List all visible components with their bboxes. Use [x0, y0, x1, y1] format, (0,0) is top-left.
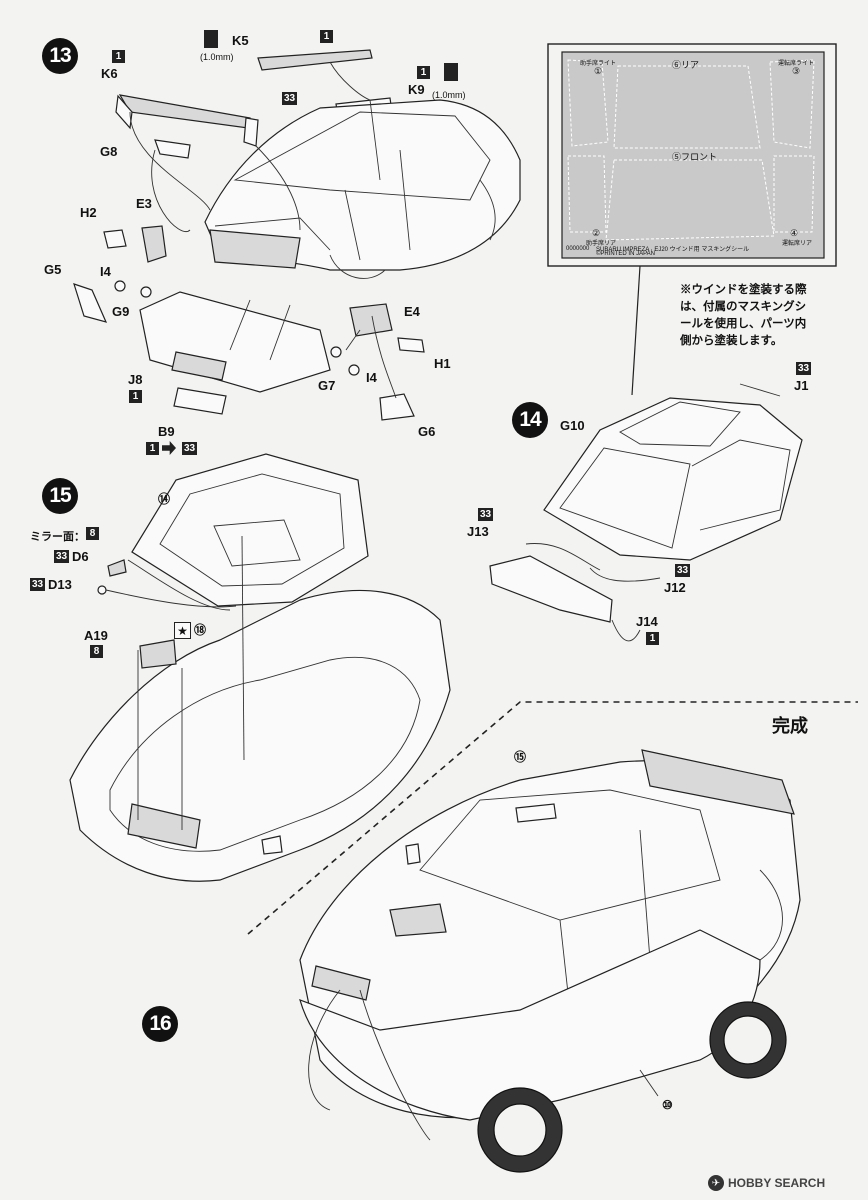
label-j13: J13 — [467, 524, 489, 539]
paint-marker-icon-2 — [444, 63, 458, 81]
color-k5: 1 — [320, 30, 333, 43]
label-h2: H2 — [80, 205, 97, 220]
ref-step-14: ⑭ — [158, 492, 171, 506]
mask-footer-code: 0000000 — [566, 246, 590, 252]
section-divider — [247, 701, 858, 935]
label-i4-a: I4 — [100, 264, 111, 279]
step-15-badge: 15 — [42, 478, 78, 514]
label-g9: G9 — [112, 304, 130, 319]
label-b9: B9 — [158, 424, 175, 439]
label-h1: H1 — [434, 356, 451, 371]
label-j8: J8 — [128, 372, 143, 387]
decal-ref: ⑱ — [194, 623, 207, 637]
label-k9-size: (1.0mm) — [432, 90, 466, 100]
color-mirror: 8 — [86, 527, 99, 540]
label-j14: J14 — [636, 614, 658, 629]
mask-footer-2: ©PRINTED IN JAPAN — [596, 251, 655, 257]
hobby-search-logo-icon: ✈ — [708, 1175, 724, 1191]
label-j12: J12 — [664, 580, 686, 595]
step-14-badge: 14 — [512, 402, 548, 438]
step-16-badge: 16 — [142, 1006, 178, 1042]
label-k9: K9 — [408, 82, 425, 97]
label-i4-b: I4 — [366, 370, 377, 385]
label-g10: G10 — [560, 418, 585, 433]
note-line-1: ※ウインドを塗装する際 — [680, 284, 807, 296]
color-k6: 1 — [112, 50, 125, 63]
label-d13: D13 — [48, 577, 72, 592]
color-d6: 33 — [54, 550, 69, 563]
mask-num-top-right: ③ — [792, 66, 801, 76]
label-g5: G5 — [44, 262, 62, 277]
ref-step-10: ⑩ — [662, 1098, 673, 1112]
step13-bumper-drawing — [139, 291, 331, 415]
mask-label-bottom-right: 運転席リア — [782, 241, 813, 247]
step-13-badge: 13 — [42, 38, 78, 74]
label-e3: E3 — [136, 196, 152, 211]
finish-k5: 33 — [282, 92, 297, 105]
paint-marker-icon — [204, 30, 218, 48]
label-j1: J1 — [794, 378, 809, 393]
label-e4: E4 — [404, 304, 420, 319]
note-line-4: 側から塗装します。 — [680, 335, 783, 347]
label-g8: G8 — [100, 144, 118, 159]
color-b9-a: 1 — [146, 442, 159, 455]
color-k9: 1 — [417, 66, 430, 79]
mask-footer-1: SUBARU IMPREZA · EJ20 ウインド用 マスキングシール — [596, 247, 750, 253]
mirror-face-label: ミラー面： — [30, 531, 85, 543]
note-line-3: ールを使用し、パーツ内 — [680, 318, 807, 330]
note-line-2: は、付属のマスキングシ — [680, 301, 807, 313]
ref-step-15: ⑮ — [514, 750, 527, 764]
color-j1: 33 — [796, 362, 811, 375]
label-d6: D6 — [72, 549, 89, 564]
decal-star-icon: ★ — [174, 622, 191, 639]
complete-label: 完成 — [772, 716, 808, 736]
label-g6: G6 — [418, 424, 436, 439]
label-g7: G7 — [318, 378, 336, 393]
color-j12: 33 — [675, 564, 690, 577]
color-j14: 1 — [646, 632, 659, 645]
color-j13: 33 — [478, 508, 493, 521]
step15-drawing — [69, 453, 451, 882]
masking-sheet-drawing — [547, 43, 837, 396]
color-b9-b: 33 — [182, 442, 197, 455]
mask-label-bottom-left: 助手席リア — [586, 241, 617, 247]
watermark-text: HOBBY SEARCH — [728, 1176, 826, 1190]
step13-body-drawing — [204, 99, 521, 279]
completed-car-drawing — [299, 749, 801, 1173]
mask-label-top-center: ⑥リア — [672, 60, 700, 70]
rear-spoiler-drawing — [115, 94, 259, 159]
color-d13: 33 — [30, 578, 45, 591]
color-a19: 8 — [90, 645, 103, 658]
color-j8: 1 — [129, 390, 142, 403]
mask-label-top-right: 運転席ライト — [778, 61, 815, 67]
step14-window-drawing — [489, 383, 803, 642]
label-a19: A19 — [84, 628, 108, 643]
mask-label-top-left: 助手席ライト — [580, 61, 617, 67]
mask-num-top-left: ① — [594, 66, 603, 76]
label-k5: K5 — [232, 33, 249, 48]
mask-num-bottom-right: ④ — [790, 228, 799, 238]
mask-label-center: ⑤フロント — [672, 152, 718, 162]
label-k5-size: (1.0mm) — [200, 52, 234, 62]
mask-num-bottom-left: ② — [592, 228, 601, 238]
label-k6: K6 — [101, 66, 118, 81]
